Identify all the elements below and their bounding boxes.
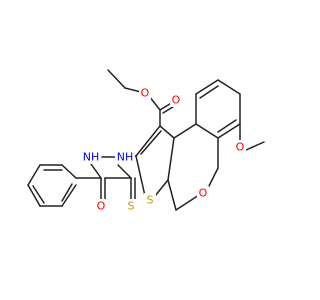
thiophene-bond bbox=[167, 137, 175, 181]
ester-carbonyl-oxygen-label: O bbox=[172, 94, 181, 107]
thiophene-bond bbox=[159, 125, 175, 139]
label-bg bbox=[144, 193, 156, 207]
thiourea-nh-label: NH bbox=[83, 151, 100, 164]
ethyl-bond bbox=[107, 69, 126, 89]
thiophene-sulfur-label: S bbox=[147, 194, 154, 207]
label-bg bbox=[234, 140, 246, 154]
phenyl-double-bond bbox=[61, 183, 73, 202]
thiophene-bond bbox=[154, 179, 169, 197]
label-bg bbox=[170, 93, 182, 107]
label-bg bbox=[125, 199, 137, 213]
label-bg bbox=[115, 150, 135, 164]
thiophene-bond bbox=[135, 125, 161, 157]
benzo-bond bbox=[217, 79, 241, 95]
benzo-double-bond bbox=[199, 85, 219, 99]
molecule-structure-diagram: O O O O S NH NH S O bbox=[27, 69, 265, 213]
thiophene-bond bbox=[135, 155, 146, 197]
methoxy-oxygen-label: O bbox=[236, 141, 245, 154]
chromene-bond bbox=[173, 123, 197, 139]
chromene-bond bbox=[167, 179, 177, 211]
benzoyl-oxygen-label: O bbox=[97, 200, 106, 213]
label-bg bbox=[95, 199, 107, 213]
bond-layer bbox=[27, 69, 265, 211]
ethyl-bond bbox=[124, 87, 142, 93]
chromene-bond bbox=[175, 194, 200, 211]
label-bg bbox=[197, 186, 209, 200]
ring-oxygen-label: O bbox=[199, 187, 208, 200]
structure-drawing: O O O O S NH NH S O bbox=[27, 69, 265, 213]
chromene-bond bbox=[195, 123, 219, 139]
label-bg bbox=[81, 150, 101, 164]
phenyl-bond bbox=[27, 164, 41, 186]
benzo-bond bbox=[195, 79, 219, 95]
benzo-bond bbox=[217, 123, 241, 139]
thione-sulfur-label: S bbox=[128, 200, 135, 213]
phenyl-double-bond bbox=[32, 185, 45, 204]
phenyl-bond bbox=[61, 184, 77, 207]
amide-nh-label: NH bbox=[117, 151, 134, 164]
benzoyl-bond bbox=[90, 163, 102, 179]
methoxy-bond bbox=[245, 141, 265, 151]
benzo-double-bond bbox=[217, 119, 237, 133]
phenyl-bond bbox=[27, 184, 41, 207]
ester-ether-oxygen-label: O bbox=[141, 87, 150, 100]
label-bg bbox=[139, 86, 151, 100]
phenyl-bond bbox=[61, 164, 77, 179]
thiourea-bond bbox=[117, 164, 132, 179]
thiophene-double-bond bbox=[140, 130, 162, 155]
atom-label-layer: O O O O S NH NH S O bbox=[81, 86, 246, 213]
